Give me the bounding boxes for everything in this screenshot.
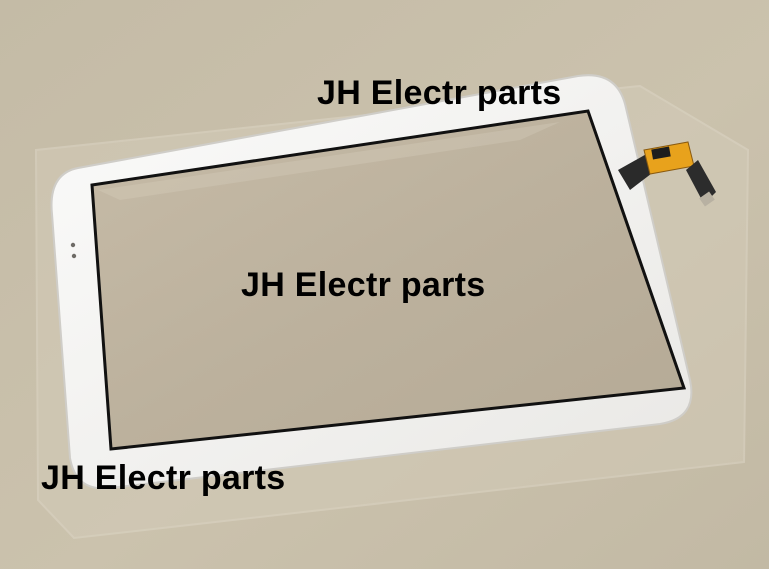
flex-chip: [651, 146, 671, 160]
watermark-text-bottom: JH Electr parts: [41, 459, 286, 497]
glass-area: [90, 109, 687, 451]
camera-dot-icon: [71, 253, 77, 259]
camera-dot-icon: [70, 242, 76, 248]
glass-reflection: [98, 122, 560, 200]
watermark-text-top: JH Electr parts: [317, 74, 562, 112]
watermark-text-center: JH Electr parts: [241, 266, 486, 304]
flex-cable-tip: [699, 191, 715, 207]
